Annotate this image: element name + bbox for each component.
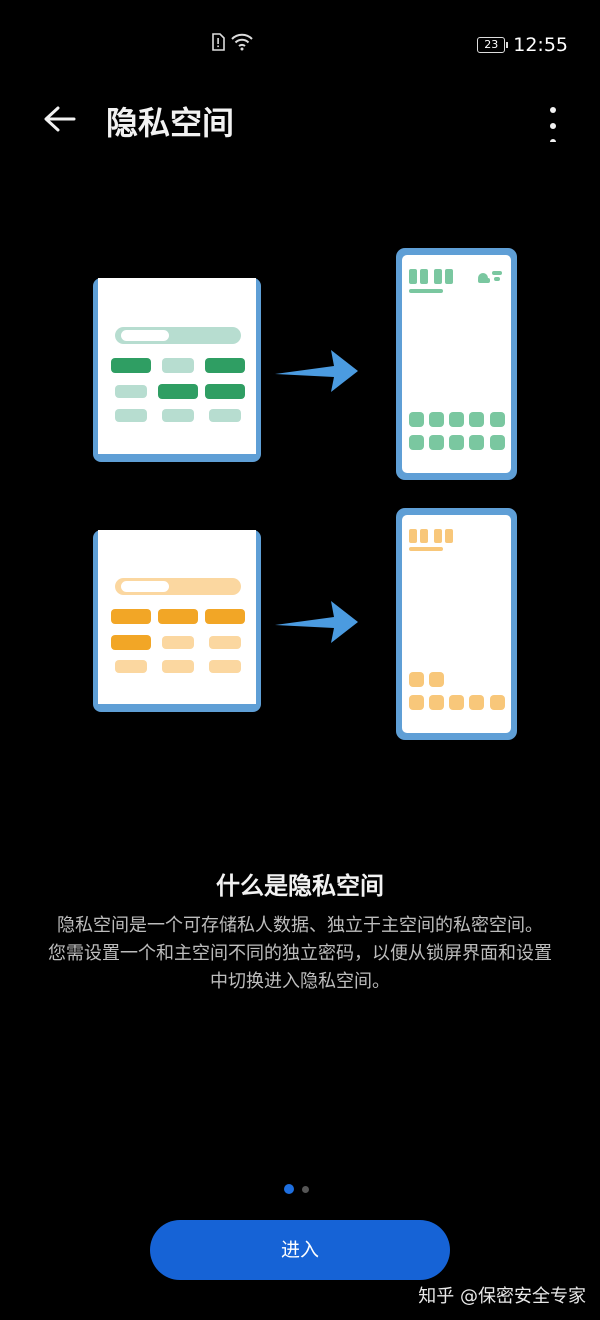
private-space-phone-orange xyxy=(396,508,517,740)
back-button[interactable] xyxy=(40,100,80,140)
intro-title: 什么是隐私空间 xyxy=(216,872,384,900)
private-space-illustration xyxy=(93,248,517,740)
app-bar: 隐私空间 xyxy=(0,88,600,152)
page-indicator xyxy=(284,1184,309,1194)
intro-paragraph: 您需设置一个和主空间不同的独立密码，以便从锁屏界面和设置中切换进入隐私空间。 xyxy=(48,943,552,992)
wifi-icon xyxy=(231,33,253,51)
intro-paragraph: 隐私空间是一个可存储私人数据、独立于主空间的私密空间。 xyxy=(57,915,543,936)
private-space-phone-green xyxy=(396,248,517,480)
more-vertical-icon xyxy=(550,107,556,145)
page-title: 隐私空间 xyxy=(106,104,235,142)
arrow-right-icon xyxy=(275,601,358,643)
sim-alert-icon xyxy=(212,33,225,51)
intro-description: 隐私空间是一个可存储私人数据、独立于主空间的私密空间。 您需设置一个和主空间不同… xyxy=(40,912,560,996)
more-options-button[interactable] xyxy=(538,98,568,145)
status-bar: 23 12:55 xyxy=(0,0,600,88)
battery-indicator: 23 xyxy=(477,37,509,53)
illustration xyxy=(0,240,600,760)
status-icons xyxy=(211,33,253,51)
main-space-phone-orange xyxy=(93,530,261,712)
arrow-left-icon xyxy=(44,106,76,132)
enter-button[interactable]: 进入 xyxy=(150,1220,450,1280)
page-dot-active xyxy=(284,1184,294,1194)
watermark: 知乎 @保密安全专家 xyxy=(418,1286,586,1307)
status-time: 12:55 xyxy=(513,34,568,56)
main-space-phone-green xyxy=(93,278,261,462)
arrow-right-icon xyxy=(275,350,358,392)
page-dot xyxy=(302,1185,309,1193)
